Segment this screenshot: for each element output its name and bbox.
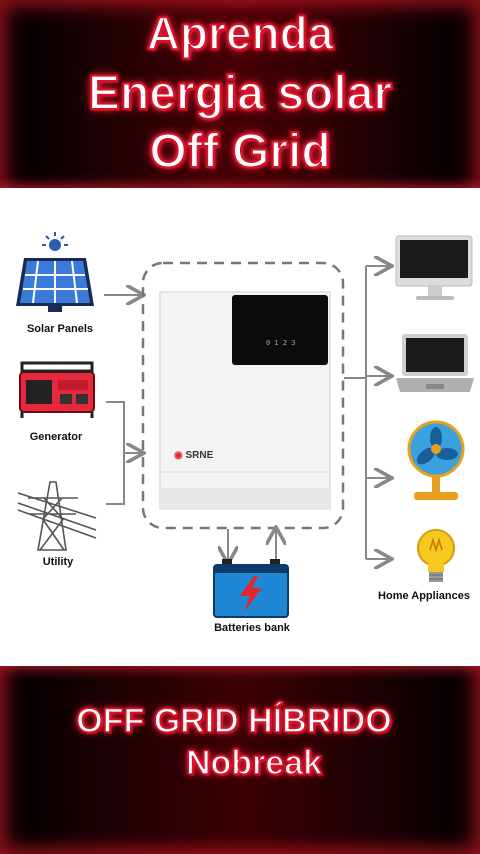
batteries-bank-label: Batteries bank xyxy=(214,622,290,634)
generator-utility-bracket xyxy=(106,401,125,505)
footer-line-2: Nobreak xyxy=(185,744,323,782)
srne-logo: ◉ SRNE xyxy=(174,450,213,461)
inverter-display xyxy=(232,295,328,365)
srne-logo-mark: ◉ xyxy=(174,450,183,461)
fan-icon xyxy=(407,420,465,500)
title-line-3: Off Grid xyxy=(148,125,331,178)
home-appliances-label: Home Appliances xyxy=(378,590,470,602)
generator-label: Generator xyxy=(29,431,83,443)
lightbulb-icon xyxy=(417,529,455,582)
inverter-readout: 0 1 2 3 xyxy=(266,339,296,347)
utility-label: Utility xyxy=(42,556,74,568)
off-grid-diagram: 0 1 2 3 ◉ SRNE Solar Panels Generator Ut… xyxy=(0,188,480,666)
solar-panel-icon xyxy=(16,232,94,312)
title-line-1: Aprenda xyxy=(146,7,335,59)
inverter-brand: SRNE xyxy=(185,450,214,461)
laptop-icon xyxy=(396,334,474,392)
power-tower-icon xyxy=(17,481,97,551)
inverter-dashed-border xyxy=(141,261,345,530)
title-line-2: Energia solar xyxy=(87,67,393,120)
footer-line-1: OFF GRID HÍBRIDO xyxy=(76,702,393,740)
solar-panels-label: Solar Panels xyxy=(26,323,94,335)
generator-icon xyxy=(19,361,95,418)
battery-icon xyxy=(213,559,289,618)
monitor-icon xyxy=(395,235,473,300)
